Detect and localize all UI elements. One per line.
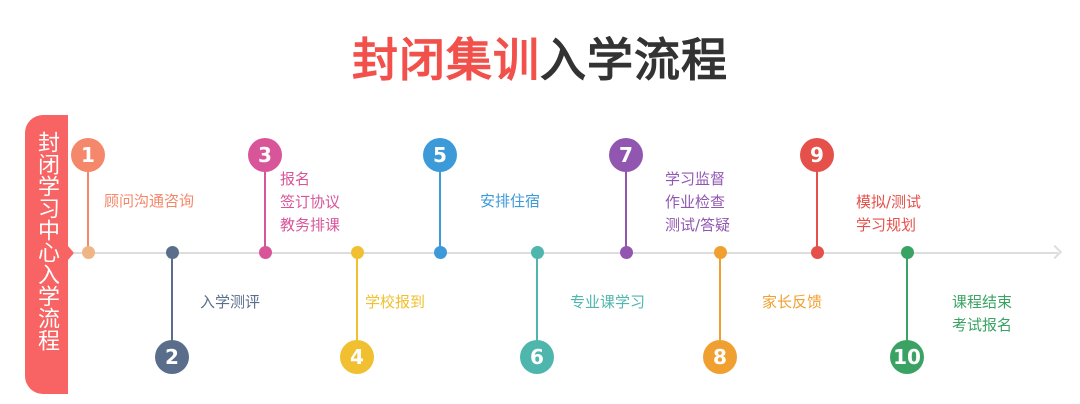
step-label-line: 考试报名 (952, 316, 1013, 334)
step-number-badge: 1 (71, 138, 105, 172)
step-label-line: 作业检查 (665, 193, 726, 211)
step-label-line: 学校报到 (365, 293, 426, 311)
step-label: 入学测评 (200, 291, 260, 314)
step-stem (171, 253, 173, 357)
banner-pointer (68, 246, 74, 260)
step-dot (81, 246, 95, 259)
timeline-axis (74, 252, 1058, 254)
step-label: 家长反馈 (762, 291, 822, 314)
step-stem (536, 253, 538, 357)
step-label-line: 入学测评 (200, 293, 261, 311)
step-dot (433, 246, 447, 259)
step-label: 专业课学习 (570, 291, 645, 314)
step-dot (350, 246, 364, 259)
side-banner: 封闭学习中心入学流程 (25, 115, 68, 394)
step-label: 学校报到 (365, 291, 425, 314)
step-dot (165, 246, 179, 259)
step-number-badge: 3 (248, 138, 282, 172)
step-label-line: 家长反馈 (762, 293, 823, 311)
step-number-badge: 2 (155, 340, 189, 374)
step-label-line: 顾问沟通咨询 (104, 192, 195, 210)
step-stem (264, 155, 266, 253)
step-number-badge: 4 (340, 340, 374, 374)
step-dot (810, 246, 824, 259)
step-label: 课程结束考试报名 (952, 291, 1012, 337)
step-label-line: 报名 (280, 170, 311, 188)
step-label-line: 模拟/测试 (856, 193, 922, 211)
step-dot (530, 246, 544, 259)
step-label-line: 安排住宿 (480, 192, 541, 210)
step-stem (719, 253, 721, 357)
step-stem (356, 253, 358, 357)
step-label-line: 测试/答疑 (665, 216, 731, 234)
step-label: 报名签订协议教务排课 (280, 168, 340, 237)
title-highlight: 封闭集训 (352, 33, 540, 87)
step-label-line: 学习监督 (665, 170, 726, 188)
step-stem (87, 155, 89, 253)
step-number-badge: 9 (800, 138, 834, 172)
step-number-badge: 6 (520, 340, 554, 374)
axis-arrow-icon (1047, 244, 1063, 260)
step-dot (258, 246, 272, 259)
step-stem (816, 155, 818, 253)
step-label: 顾问沟通咨询 (104, 190, 194, 213)
step-label-line: 签订协议 (280, 193, 341, 211)
step-label-line: 教务排课 (280, 216, 341, 234)
step-number-badge: 10 (890, 340, 924, 374)
step-dot (713, 246, 727, 259)
step-label: 学习监督作业检查测试/答疑 (665, 168, 730, 237)
step-stem (625, 155, 627, 253)
step-number-badge: 8 (703, 340, 737, 374)
step-label-line: 专业课学习 (570, 293, 646, 311)
page-title: 封闭集训入学流程 (0, 24, 1080, 90)
step-dot (619, 246, 633, 259)
step-label-line: 学习规划 (856, 216, 917, 234)
step-stem (906, 253, 908, 357)
step-number-badge: 5 (423, 138, 457, 172)
step-label: 安排住宿 (480, 190, 540, 213)
step-dot (900, 246, 914, 259)
step-number-badge: 7 (609, 138, 643, 172)
step-label-line: 课程结束 (952, 293, 1013, 311)
step-stem (439, 155, 441, 253)
title-rest: 入学流程 (540, 33, 728, 87)
step-label: 模拟/测试学习规划 (856, 191, 921, 237)
